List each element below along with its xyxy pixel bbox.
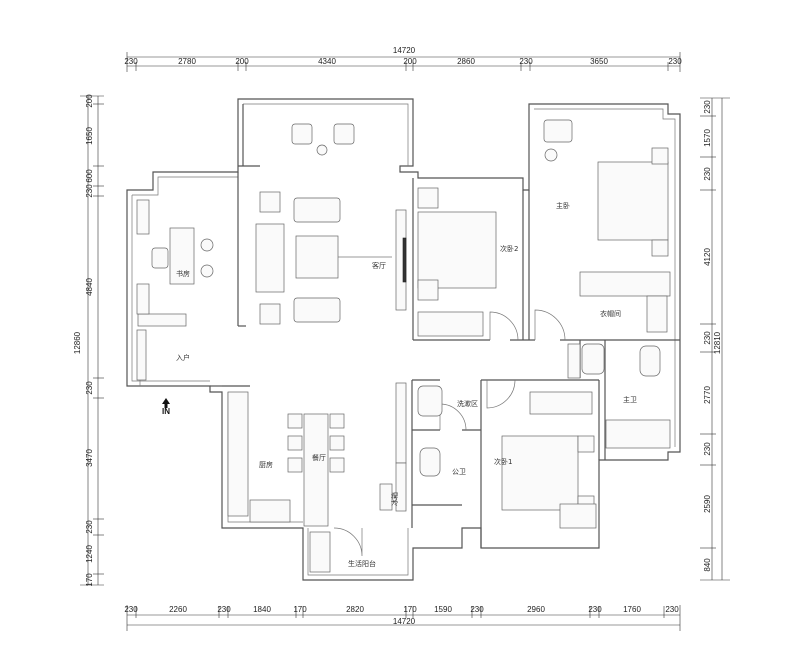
right-dim: 230 [703,442,712,456]
bottom-dim: 1760 [623,605,641,614]
right-dim: 230 [703,331,712,345]
left-dimensions: 200 1650 600 230 4840 230 3470 230 1240 … [73,94,104,587]
left-dim: 230 [85,381,94,395]
room-label-balcony: 生活阳台 [348,559,376,568]
left-total-dim: 12860 [73,331,82,354]
top-dim: 230 [124,57,138,66]
bottom-dim: 1590 [434,605,452,614]
right-dim: 1570 [703,129,712,147]
top-dim: 200 [403,57,417,66]
top-dim: 230 [668,57,682,66]
top-total-dim: 14720 [393,46,416,55]
bottom-dim: 230 [217,605,231,614]
bottom-dim: 2960 [527,605,545,614]
bottom-dim: 230 [588,605,602,614]
doors [139,309,566,557]
bottom-total-dim: 14720 [393,617,416,626]
walls [126,98,681,581]
room-label-living: 客厅 [372,261,386,270]
left-dim: 200 [85,94,94,108]
left-dim: 4840 [85,278,94,296]
right-dim: 2770 [703,386,712,404]
right-total-dim: 12810 [713,331,722,354]
top-dim: 3650 [590,57,608,66]
room-label-fridge: 冰箱 [390,492,399,506]
room-label-bedroom1: 次卧1 [494,457,512,466]
bottom-dimensions: 230 2260 230 1840 170 2820 170 1590 230 … [124,605,681,631]
top-dim: 2860 [457,57,475,66]
left-dim: 3470 [85,449,94,467]
room-label-wash: 洗漱区 [457,399,478,408]
room-label-kitchen: 厨房 [259,460,273,469]
right-dim: 230 [703,167,712,181]
left-dim: 230 [85,520,94,534]
left-dim: 600 [85,169,94,183]
right-dim: 840 [703,558,712,572]
bottom-dim: 2260 [169,605,187,614]
room-label-public-bath: 公卫 [452,468,466,476]
entry-marker: IN [162,398,170,416]
top-dim: 230 [519,57,533,66]
room-label-master: 主卧 [556,201,570,210]
bottom-dim: 230 [470,605,484,614]
bottom-dim: 1840 [253,605,271,614]
entry-marker-label: IN [162,407,170,416]
entry-arrow-icon [162,398,170,408]
right-dimensions: 230 1570 230 4120 230 2770 230 2590 840 … [700,97,730,581]
bottom-dim: 170 [293,605,307,614]
left-dim: 1240 [85,545,94,563]
bottom-dim: 170 [403,605,417,614]
room-label-dining: 餐厅 [312,453,326,462]
top-dim: 2780 [178,57,196,66]
room-label-study: 书房 [176,269,190,278]
left-dim: 230 [85,184,94,198]
bottom-dim: 230 [665,605,679,614]
room-labels: 书房 客厅 次卧2 主卧 衣帽间 入户 主卫 洗漱区 公卫 次卧1 厨房 餐厅 … [176,201,637,568]
top-dim: 4340 [318,57,336,66]
room-label-entry: 入户 [176,353,190,362]
furniture [136,119,671,573]
room-label-bedroom2: 次卧2 [500,244,518,253]
right-dim: 4120 [703,248,712,266]
right-dim: 2590 [703,495,712,513]
right-dim: 230 [703,100,712,114]
room-label-master-bath: 主卫 [623,395,637,404]
left-dim: 170 [85,573,94,587]
bottom-dim: 2820 [346,605,364,614]
left-dim: 1650 [85,127,94,145]
top-dimensions: 14720 230 2780 200 4340 200 2860 230 365… [124,46,682,72]
bottom-dim: 230 [124,605,138,614]
top-dim: 200 [235,57,249,66]
room-label-cloakroom: 衣帽间 [600,309,621,318]
